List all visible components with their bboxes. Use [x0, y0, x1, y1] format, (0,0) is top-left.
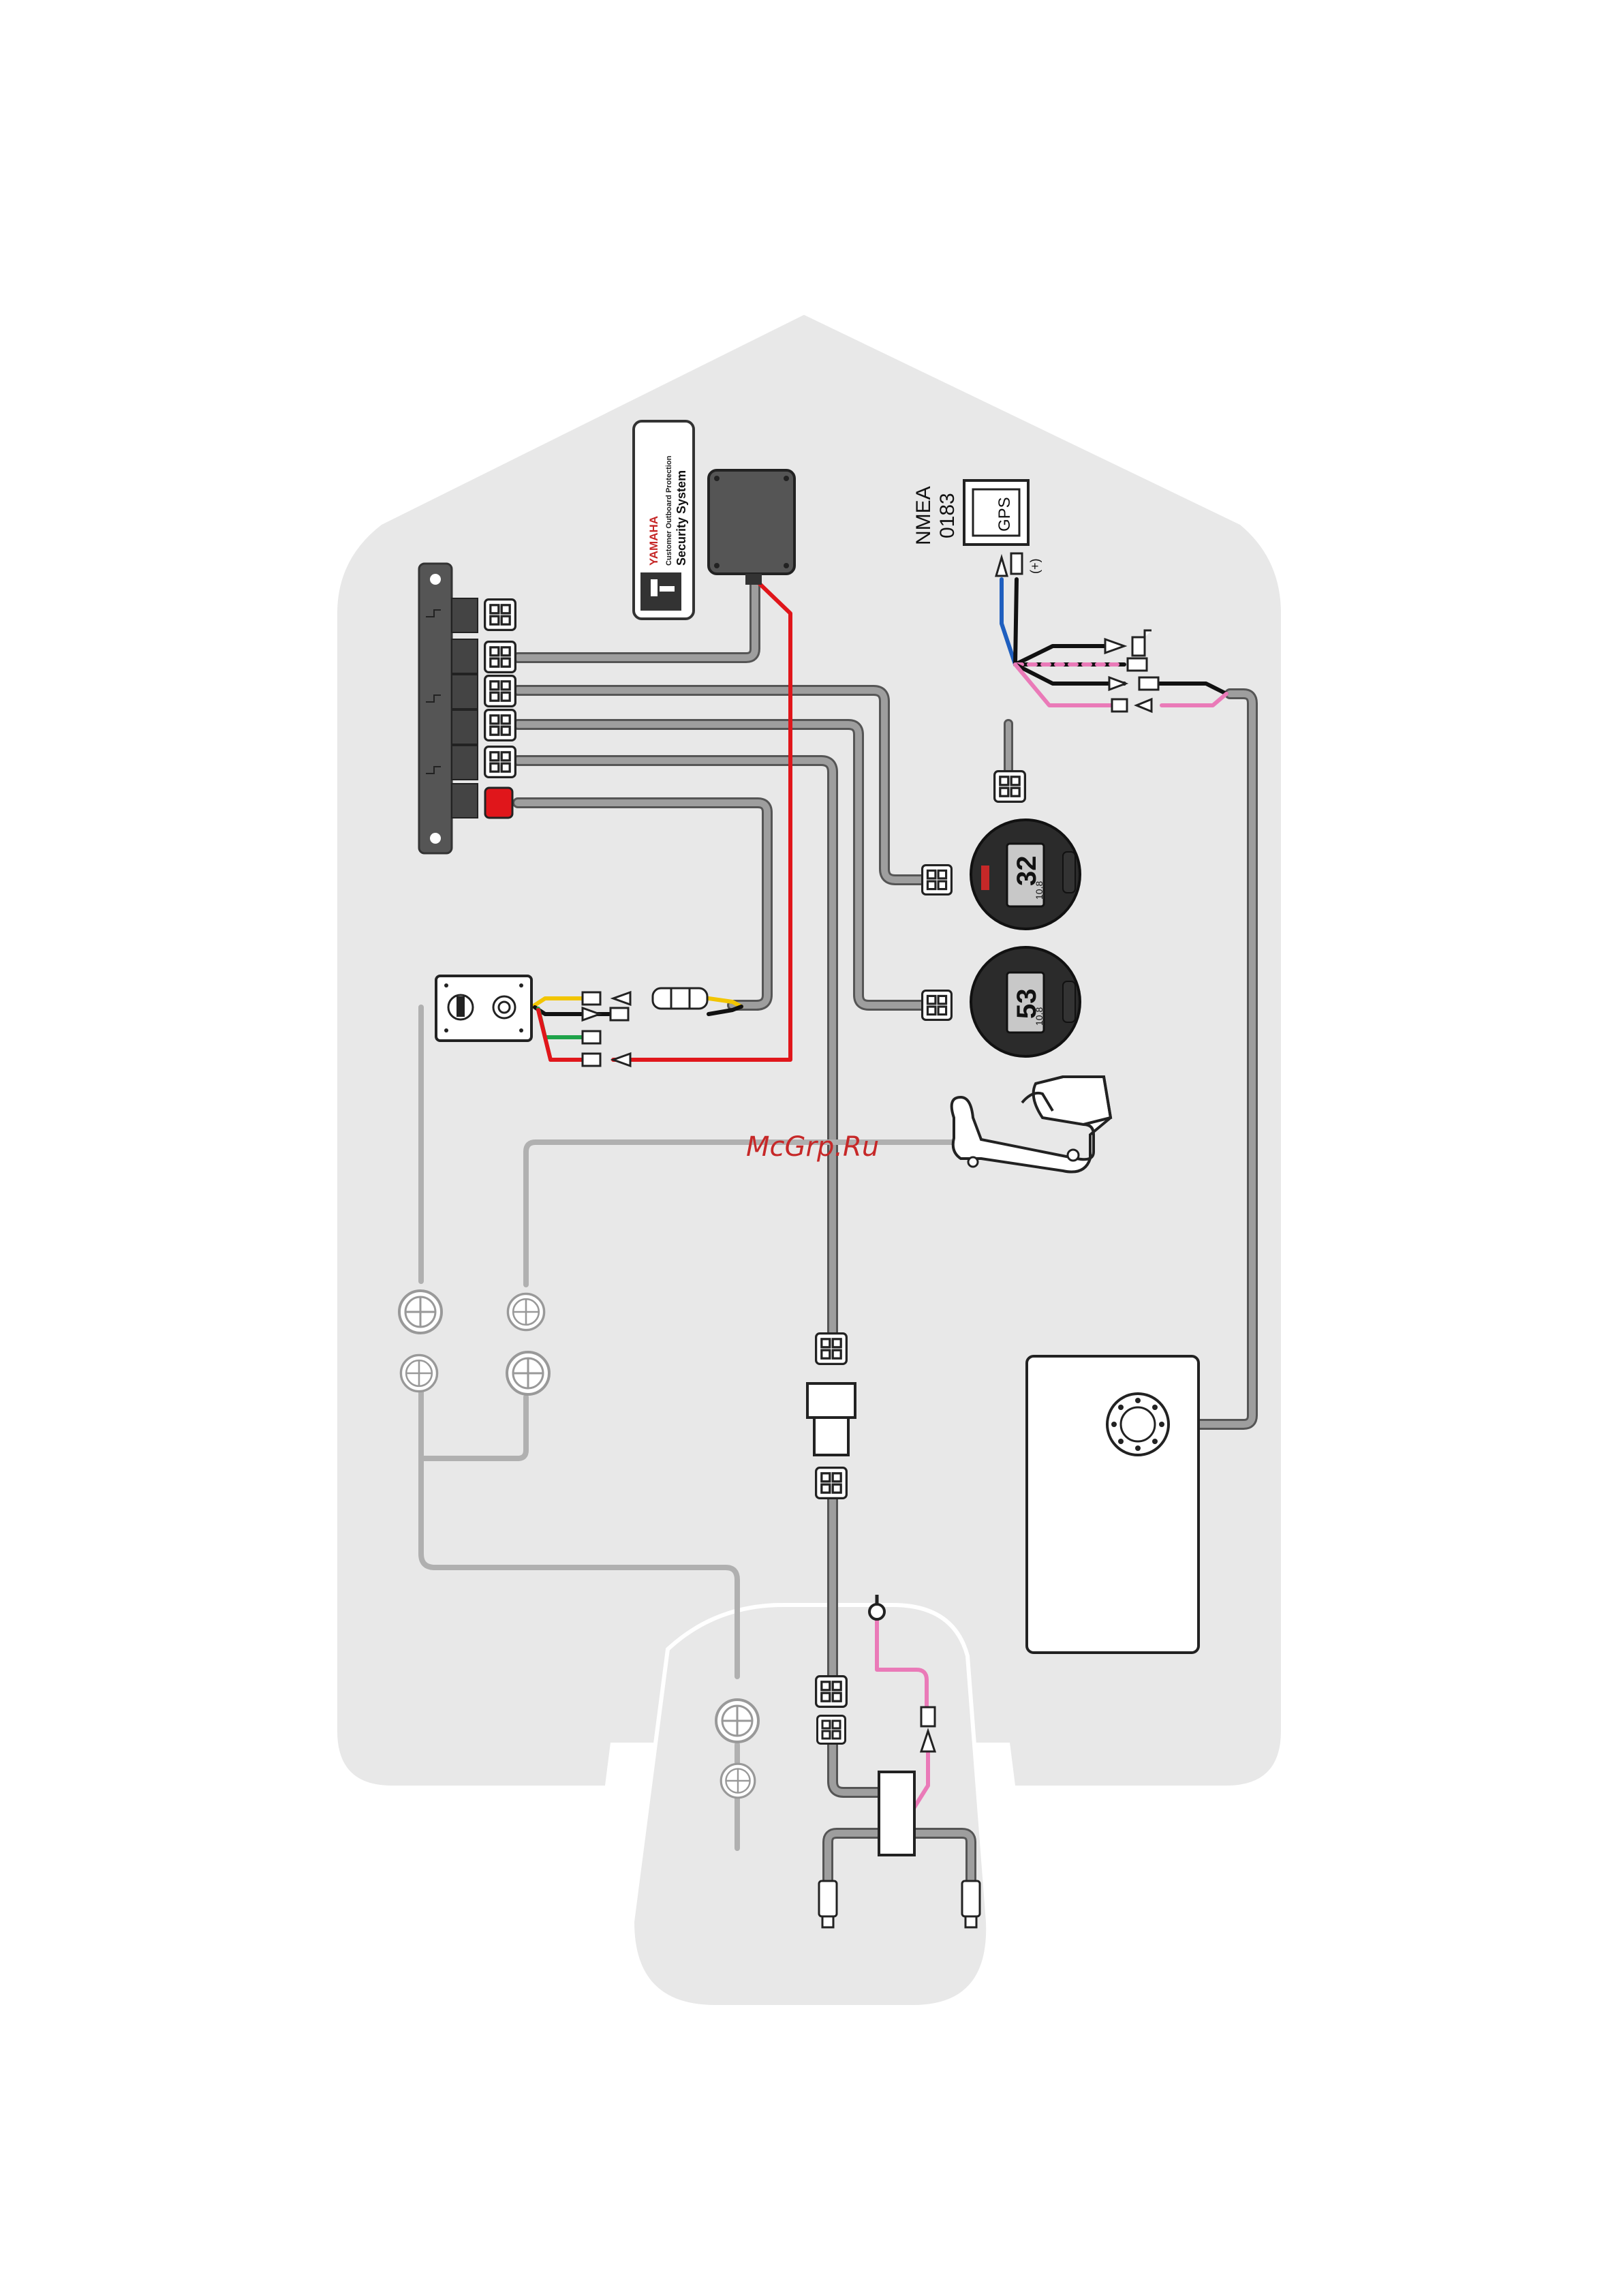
- gauge-lower-connector: [923, 991, 952, 1020]
- plus-terminal-label: (+): [1028, 559, 1042, 575]
- gauge-lower-secondary: 10.8: [1034, 1007, 1045, 1026]
- gauge-upper-connector: [923, 866, 952, 895]
- gauge-upper: 32 10.8: [971, 820, 1080, 929]
- harness-fuse-holder: [807, 1383, 855, 1455]
- decal-text-line2: Security System: [675, 470, 688, 566]
- key-switch: [436, 976, 531, 1041]
- engine-connector-lower: [818, 1716, 846, 1744]
- junction-box: [879, 1772, 914, 1855]
- ecu-box: [709, 470, 794, 585]
- main-harness-connector-mid: [816, 1468, 847, 1499]
- outboard-area: [632, 1605, 988, 2007]
- main-harness-connector-upper: [816, 1334, 847, 1364]
- nmea-label-line1: NMEA: [912, 486, 935, 545]
- gauge-lower: 53 10.8: [971, 947, 1080, 1056]
- gps-module: GPS: [964, 480, 1028, 545]
- watermark-text: McGrp.Ru: [746, 1131, 879, 1163]
- fuel-tank: [1027, 1356, 1199, 1653]
- engine-connector-upper: [816, 1677, 847, 1707]
- switch-panel: [419, 564, 478, 853]
- security-decal: YAMAHA Customer Outboard Protection Secu…: [634, 421, 694, 619]
- nmea-label-line2: 0183: [936, 493, 959, 538]
- decal-text-line1: Customer Outboard Protection: [665, 455, 673, 566]
- decal-brand: YAMAHA: [647, 516, 660, 566]
- gauge-upper-secondary: 10.8: [1034, 881, 1045, 900]
- inline-fuse: [653, 988, 707, 1009]
- gauge-harness-connector: [995, 771, 1025, 802]
- gps-label: GPS: [995, 497, 1014, 532]
